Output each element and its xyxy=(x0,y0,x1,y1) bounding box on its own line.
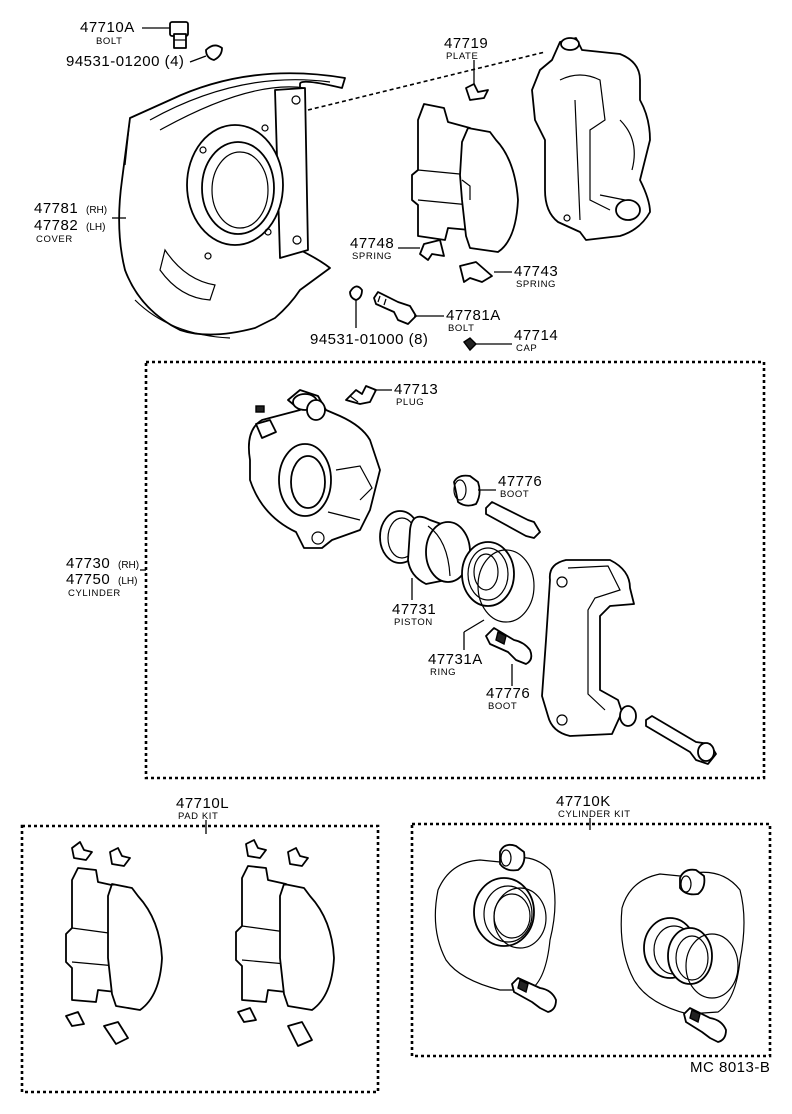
label-94531-01200-number: 94531-01200 (4) xyxy=(66,53,184,70)
label-47710A-name: BOLT xyxy=(96,36,123,47)
label-cylinder-name: CYLINDER xyxy=(68,588,121,599)
piston-47731-part xyxy=(407,515,471,585)
label-47710L-name: PAD KIT xyxy=(178,811,218,822)
boot-47776-upper-part xyxy=(453,474,481,507)
figure-code: MC 8013-B xyxy=(690,1059,770,1076)
label-94531-01000-number: 94531-01000 (8) xyxy=(310,331,428,348)
label-47750-suffix: (LH) xyxy=(118,576,137,587)
cylinder-kit-parts xyxy=(434,843,745,1043)
pad-kit-parts xyxy=(65,839,335,1047)
spring-47748-part xyxy=(419,239,445,261)
label-47776-lower-name: BOOT xyxy=(488,701,517,712)
label-47781A-name: BOLT xyxy=(448,323,475,334)
ring-47731A-part xyxy=(477,549,535,623)
label-47710A-number: 47710A xyxy=(80,19,135,36)
label-47748-number: 47748 xyxy=(350,235,394,252)
piston-boot-part xyxy=(461,541,515,607)
label-47713-number: 47713 xyxy=(394,381,438,398)
label-47781-suffix: (RH) xyxy=(86,205,107,216)
label-47710K-name: CYLINDER KIT xyxy=(558,809,631,820)
caliper-cylinder-part xyxy=(247,389,381,549)
label-47776-upper-number: 47776 xyxy=(498,473,542,490)
label-47743-number: 47743 xyxy=(514,263,558,280)
label-47714-number: 47714 xyxy=(514,327,558,344)
label-47719-name: PLATE xyxy=(446,51,478,62)
dust-cover-part xyxy=(118,72,346,339)
label-47782-suffix: (LH) xyxy=(86,222,105,233)
label-47710K-number: 47710K xyxy=(556,793,611,810)
label-47782-number: 47782 xyxy=(34,217,78,234)
washer-94531-01000-part xyxy=(349,285,363,301)
pad-kit-box xyxy=(20,824,380,1094)
bolt-47710A-part xyxy=(169,21,189,49)
plate-47719-part xyxy=(465,83,489,101)
label-47781A-number: 47781A xyxy=(446,307,501,324)
bolt-47781A-part xyxy=(373,291,417,325)
label-47713-name: PLUG xyxy=(396,397,424,408)
boot-47776-lower-part xyxy=(485,627,533,665)
label-47743-name: SPRING xyxy=(516,279,556,290)
label-cover-name: COVER xyxy=(36,234,73,245)
label-47731A-number: 47731A xyxy=(428,651,483,668)
spring-47743-part xyxy=(459,261,493,283)
label-47776-upper-name: BOOT xyxy=(500,489,529,500)
label-47730-number: 47730 xyxy=(66,555,110,572)
label-47730-suffix: (RH) xyxy=(118,560,139,571)
mounting-support-part xyxy=(541,559,637,737)
upper-caliper-part xyxy=(531,37,651,241)
label-47731-name: PISTON xyxy=(394,617,433,628)
label-47750-number: 47750 xyxy=(66,571,110,588)
upper-brake-pads-part xyxy=(411,103,519,253)
label-47748-name: SPRING xyxy=(352,251,392,262)
label-47714-name: CAP xyxy=(516,343,537,354)
plug-47713-part xyxy=(345,385,377,405)
long-bolt-part xyxy=(645,715,717,765)
washer-94531-01200-part xyxy=(205,44,223,61)
cap-47714-part xyxy=(462,337,477,352)
label-47781-number: 47781 xyxy=(34,200,78,217)
label-47719-number: 47719 xyxy=(444,35,488,52)
label-47731-number: 47731 xyxy=(392,601,436,618)
label-47710L-number: 47710L xyxy=(176,795,229,812)
label-47731A-name: RING xyxy=(430,667,456,678)
label-47776-lower-number: 47776 xyxy=(486,685,530,702)
cylinder-kit-box xyxy=(410,822,772,1058)
slide-pin-upper-part xyxy=(485,501,541,539)
